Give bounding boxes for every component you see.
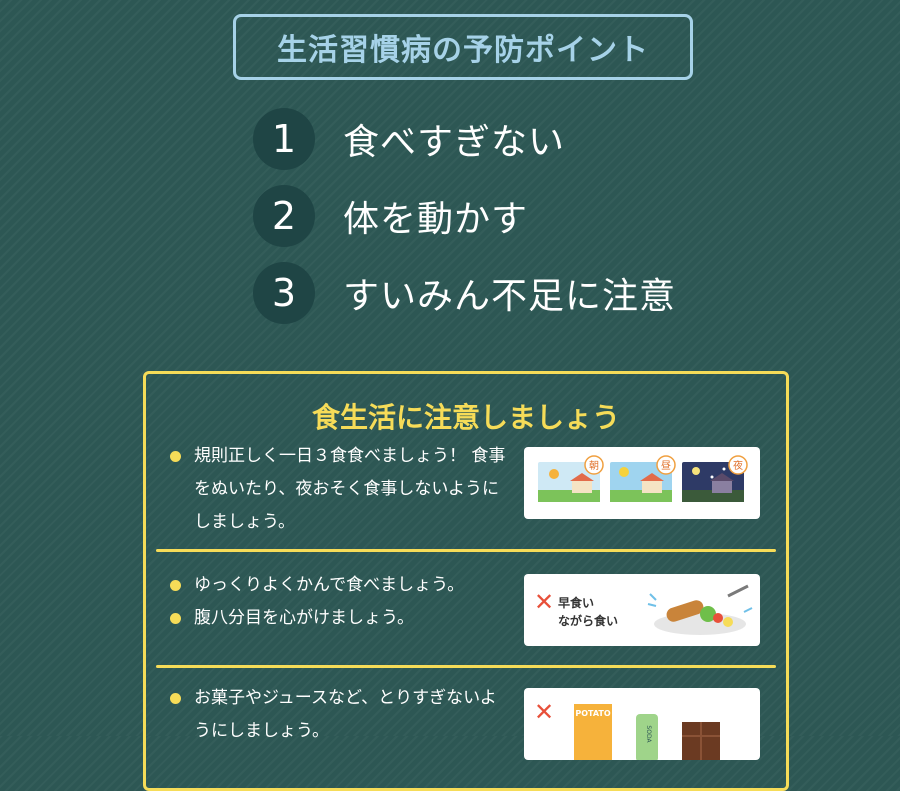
list-item: ゆっくりよくかんで食べましょう。 [168, 569, 512, 602]
bullet-list: お菓子やジュースなど、とりすぎないようにしましょう。 [168, 682, 512, 748]
list-item: 規則正しく一日３食食べましょう！ 食事をぬいたり、夜おそく食事しないようにしまし… [168, 440, 512, 539]
night-scene-icon [682, 462, 744, 502]
bullet-list: ゆっくりよくかんで食べましょう。 腹八分目を心がけましょう。 [168, 569, 512, 635]
chocolate-icon [682, 722, 720, 760]
meal-times-scenes: 朝 昼 夜 [538, 455, 748, 502]
cross-icon: ✕ [534, 588, 555, 616]
meal-times-illustration: 朝 昼 夜 [524, 447, 760, 519]
page-title: 生活習慣病の予防ポイント [277, 33, 649, 68]
fast-eating-illustration: ✕ 早食い ながら食い [524, 574, 760, 646]
snacks-icons: POTATO SODA [574, 704, 720, 760]
bullet-list: 規則正しく一日３食食べましょう！ 食事をぬいたり、夜おそく食事しないようにしまし… [168, 440, 512, 539]
night-label: 夜 [733, 459, 743, 472]
point-text: すいみん不足に注意 [343, 276, 677, 317]
divider [156, 665, 776, 668]
list-item: 腹八分目を心がけましょう。 [168, 602, 512, 635]
diet-panel: 食生活に注意しましょう 規則正しく一日３食食べましょう！ 食事をぬいたり、夜おそ… [143, 371, 789, 791]
point-number: 3 [253, 262, 315, 324]
noon-label: 昼 [661, 460, 671, 472]
snacks-illustration: ✕ POTATO SODA [524, 688, 760, 760]
point-text: 食べすぎない [343, 122, 566, 163]
caption-line-1: 早食い [558, 596, 595, 610]
soda-can-icon: SODA [636, 714, 658, 760]
point-text: 体を動かす [343, 199, 529, 240]
potato-chips-icon: POTATO [574, 704, 612, 760]
noon-scene-icon [610, 462, 672, 502]
cross-icon: ✕ [534, 698, 555, 726]
morning-scene-icon [538, 462, 600, 502]
morning-label: 朝 [589, 460, 599, 472]
point-item-1: 1 食べすぎない [253, 108, 565, 170]
point-number: 1 [253, 108, 315, 170]
list-item: お菓子やジュースなど、とりすぎないようにしましょう。 [168, 682, 512, 748]
point-item-2: 2 体を動かす [253, 185, 528, 247]
point-number: 2 [253, 185, 315, 247]
point-item-3: 3 すいみん不足に注意 [253, 262, 676, 324]
panel-title: 食生活に注意しましょう [311, 401, 620, 434]
meal-plate-icon [647, 584, 753, 635]
svg-text:SODA: SODA [645, 725, 652, 743]
caption-line-2: ながら食い [558, 614, 619, 628]
illustration-caption: 早食い ながら食い [558, 594, 618, 630]
divider [156, 549, 776, 552]
svg-text:POTATO: POTATO [575, 709, 611, 718]
title-box: 生活習慣病の予防ポイント [233, 14, 693, 80]
